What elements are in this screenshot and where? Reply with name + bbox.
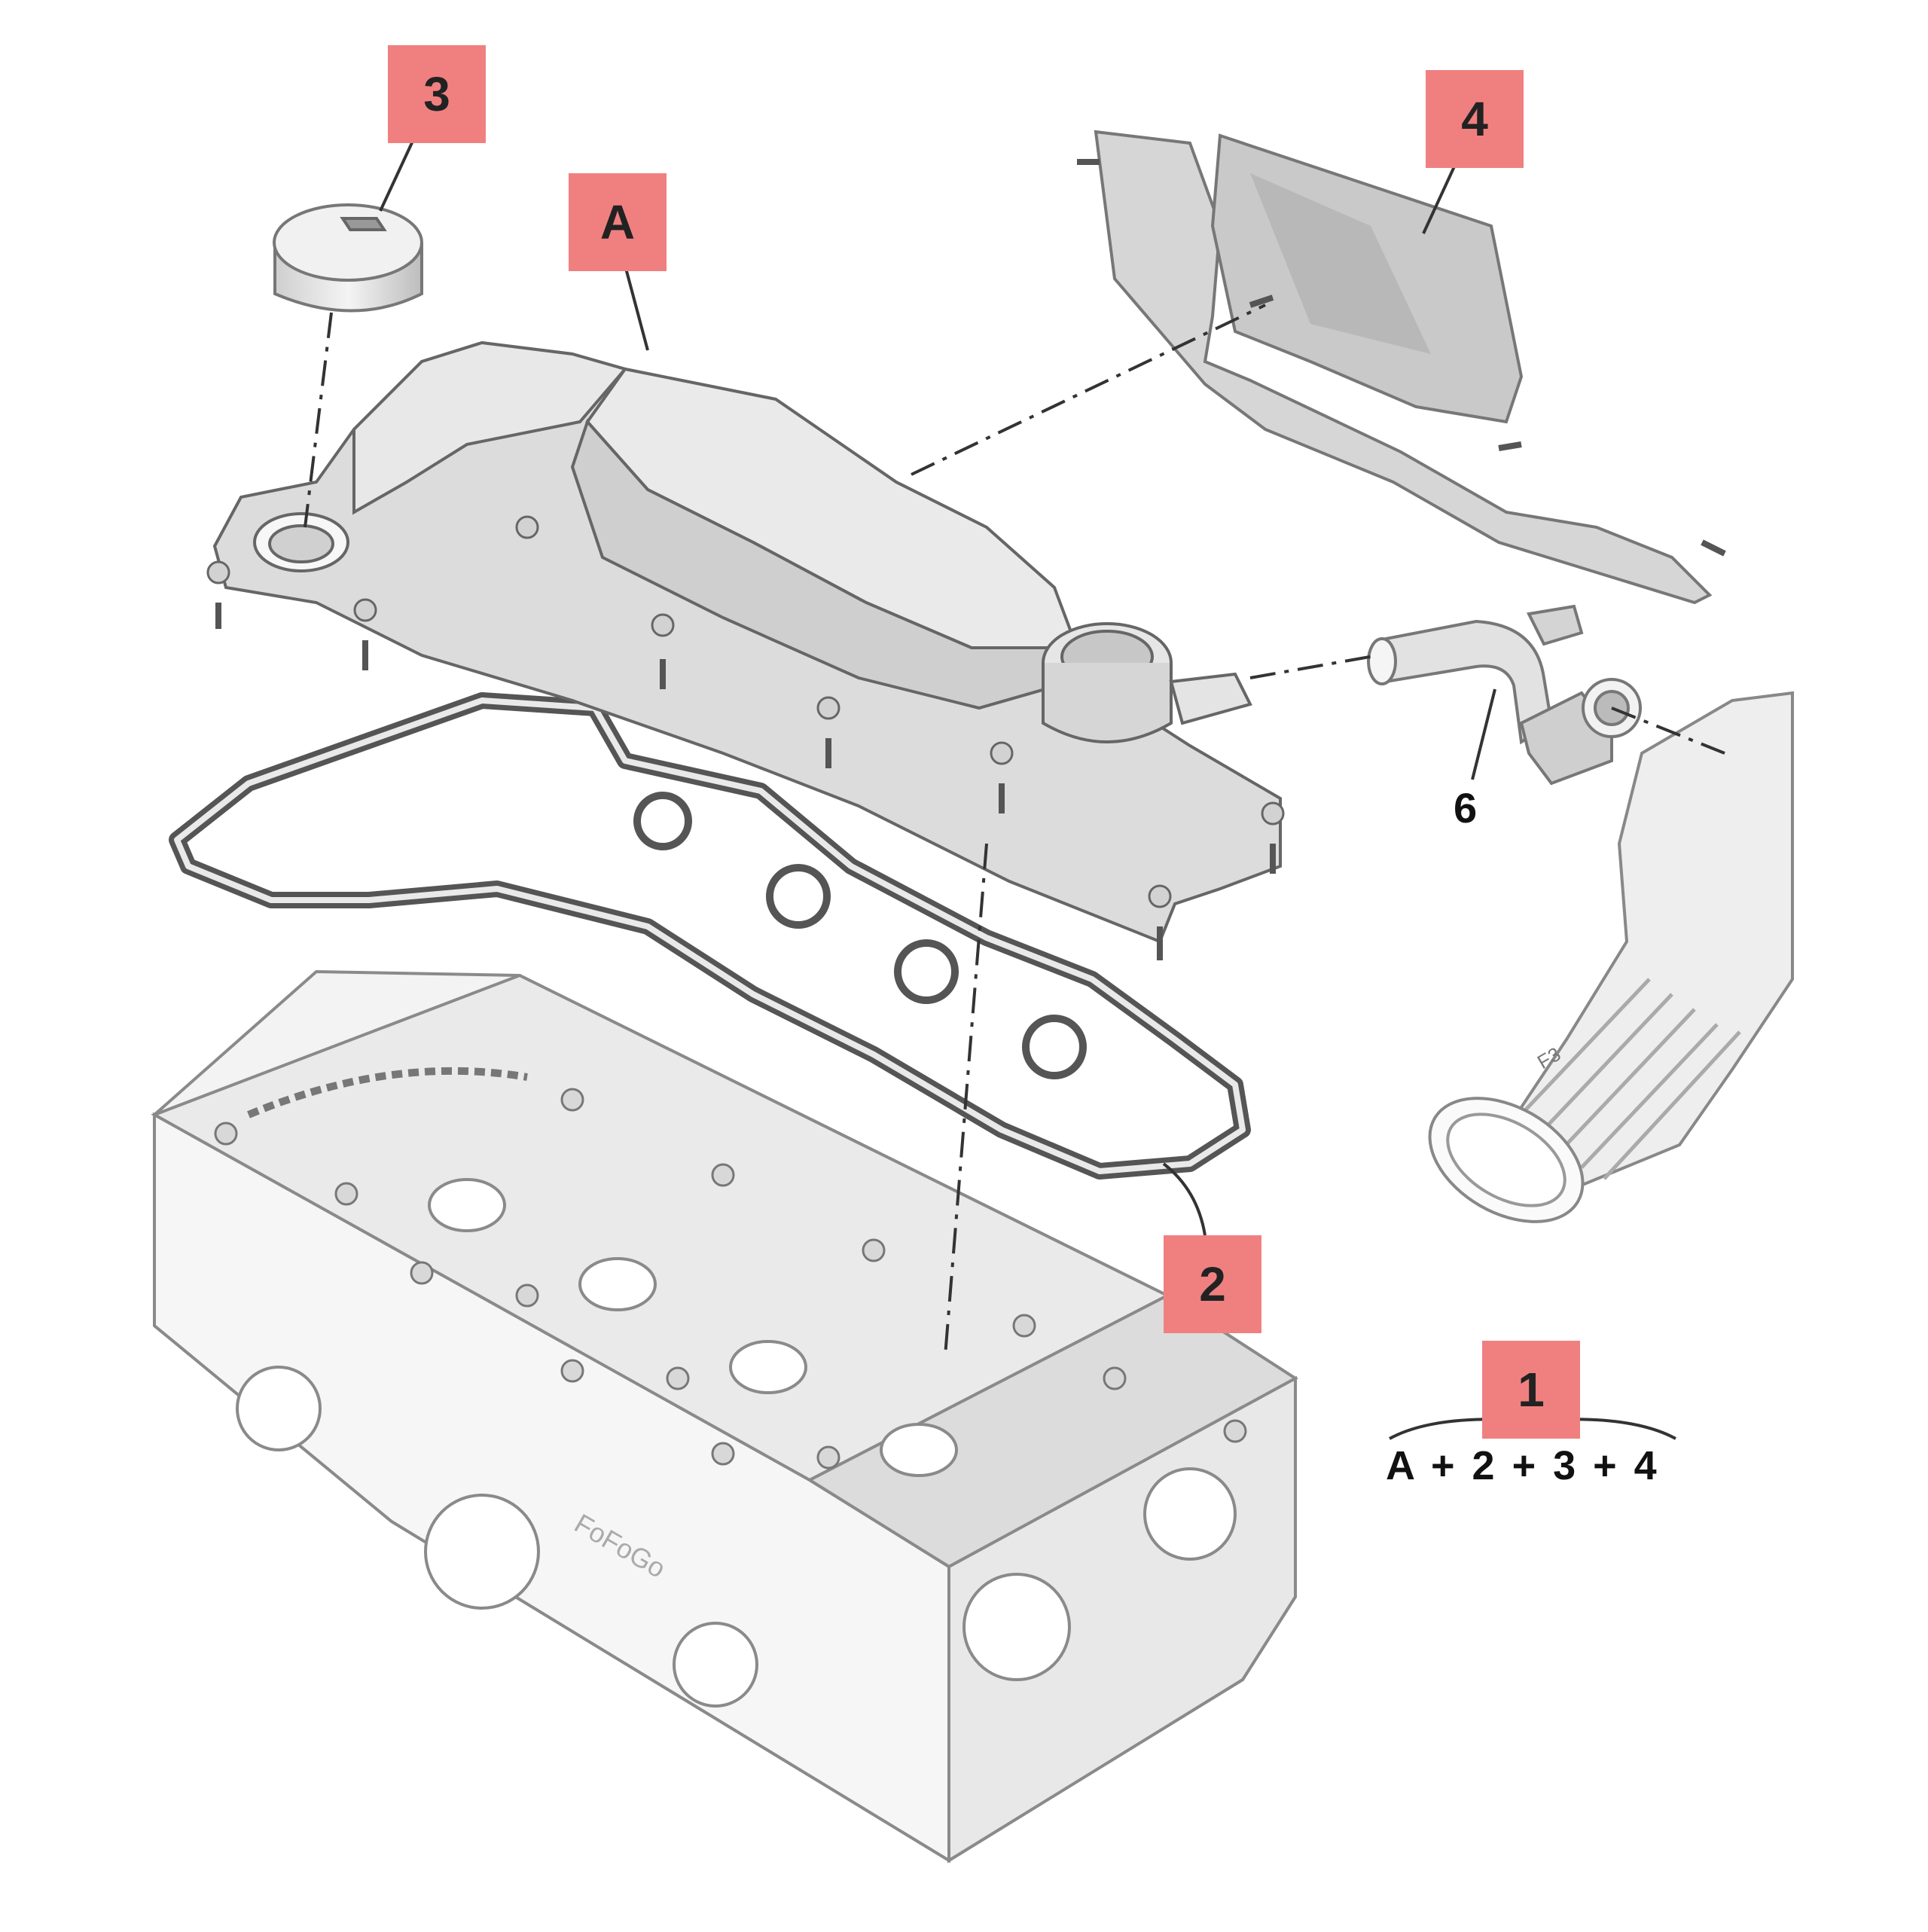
callout-3-oil-filler-cap: 3 <box>388 45 486 143</box>
heat-shield <box>1077 130 1726 605</box>
callout-2-gasket: 2 <box>1164 1235 1261 1333</box>
intake-duct <box>1428 691 1794 1223</box>
kit-formula: A + 2 + 3 + 4 <box>1386 1443 1660 1488</box>
cylinder-head-cover <box>206 340 1285 960</box>
breather-hose <box>1367 604 1642 786</box>
assembly-lines <box>304 304 1725 1357</box>
callout-6-breather-hose: 6 <box>1454 784 1478 832</box>
callout-a-head-cover: A <box>569 173 667 271</box>
callout-4-heat-shield: 4 <box>1426 70 1524 168</box>
cover-gasket <box>169 692 1251 1180</box>
oil-filler-cap <box>273 203 423 313</box>
callout-1-kit: 1 <box>1482 1341 1580 1439</box>
cylinder-head <box>151 969 1298 1863</box>
